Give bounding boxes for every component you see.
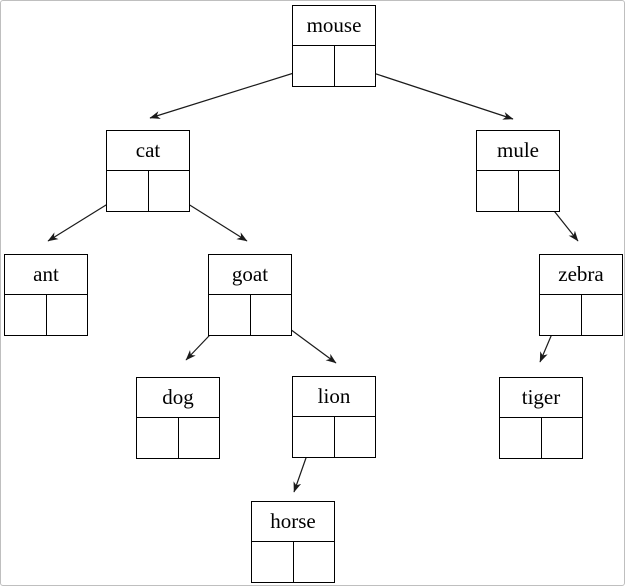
- node-dog: dog: [136, 377, 220, 459]
- left-pointer-cell: [209, 295, 251, 335]
- left-pointer-cell: [107, 171, 149, 211]
- node-horse: horse: [251, 501, 335, 583]
- arrow-mouse-left-to-cat: [149, 66, 314, 119]
- right-pointer-cell: [149, 171, 190, 211]
- node-label: horse: [252, 502, 334, 542]
- node-label: mule: [477, 131, 559, 171]
- right-pointer-cell: [335, 417, 376, 457]
- node-mouse: mouse: [292, 5, 376, 87]
- right-pointer-cell: [519, 171, 560, 211]
- left-pointer-cell: [540, 295, 582, 335]
- node-label: zebra: [540, 255, 622, 295]
- node-ant: ant: [4, 254, 88, 336]
- left-pointer-cell: [477, 171, 519, 211]
- node-label: lion: [293, 377, 375, 417]
- node-label: ant: [5, 255, 87, 295]
- right-pointer-cell: [179, 418, 220, 458]
- node-tiger: tiger: [499, 377, 583, 459]
- node-cat: cat: [106, 130, 190, 212]
- node-label: tiger: [500, 378, 582, 418]
- left-pointer-cell: [293, 417, 335, 457]
- left-pointer-cell: [500, 418, 542, 458]
- right-pointer-cell: [542, 418, 583, 458]
- arrow-mouse-right-to-mule: [354, 66, 514, 120]
- right-pointer-cell: [47, 295, 88, 335]
- node-label: cat: [107, 131, 189, 171]
- node-label: mouse: [293, 6, 375, 46]
- node-zebra: zebra: [539, 254, 623, 336]
- left-pointer-cell: [137, 418, 179, 458]
- node-lion: lion: [292, 376, 376, 458]
- right-pointer-cell: [251, 295, 292, 335]
- node-label: dog: [137, 378, 219, 418]
- right-pointer-cell: [294, 542, 335, 582]
- right-pointer-cell: [335, 46, 376, 86]
- left-pointer-cell: [252, 542, 294, 582]
- node-label: goat: [209, 255, 291, 295]
- node-goat: goat: [208, 254, 292, 336]
- node-mule: mule: [476, 130, 560, 212]
- left-pointer-cell: [293, 46, 335, 86]
- left-pointer-cell: [5, 295, 47, 335]
- right-pointer-cell: [582, 295, 623, 335]
